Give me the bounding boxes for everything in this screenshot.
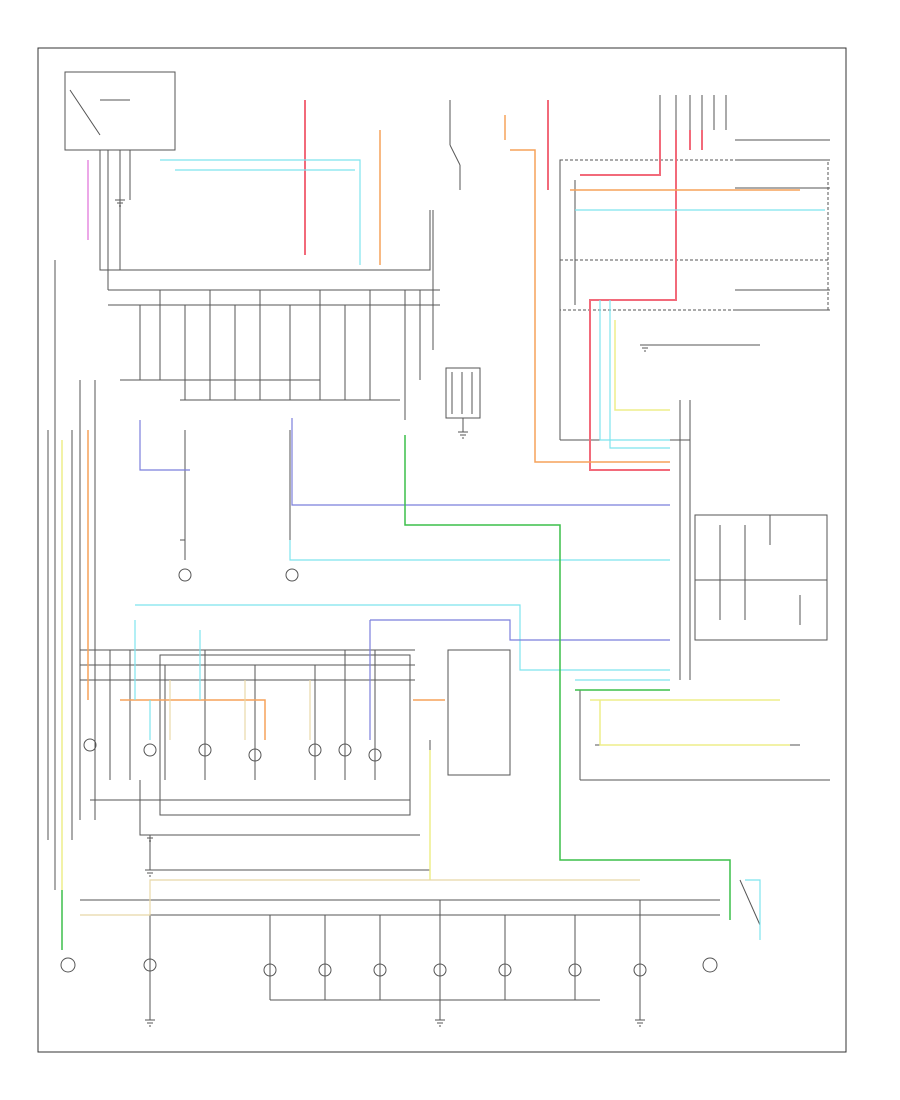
lamp xyxy=(433,963,447,977)
lamp xyxy=(198,743,212,757)
tan-wires xyxy=(80,680,640,916)
lamp xyxy=(568,963,582,977)
diagram-frame xyxy=(37,47,847,1053)
ground-icon xyxy=(145,1019,155,1027)
lamp xyxy=(702,957,718,973)
lamp xyxy=(248,748,262,762)
lamp xyxy=(178,568,192,582)
green-wires xyxy=(61,435,731,950)
lamp xyxy=(83,738,97,752)
lamp xyxy=(143,958,157,972)
lamp xyxy=(263,963,277,977)
lamp xyxy=(143,743,157,757)
lamp xyxy=(285,568,299,582)
blue-wires xyxy=(139,418,670,740)
lamp xyxy=(308,743,322,757)
cyan-wires xyxy=(134,159,825,940)
ground-icon xyxy=(640,344,650,352)
lamp xyxy=(498,963,512,977)
ground-icon xyxy=(435,1019,445,1027)
lamp xyxy=(60,957,76,973)
ground-icon xyxy=(145,834,155,842)
lamp xyxy=(318,963,332,977)
lamp xyxy=(368,748,382,762)
ground-icon xyxy=(635,1019,645,1027)
lamp xyxy=(338,743,352,757)
ground-symbols xyxy=(115,199,650,1027)
lamp xyxy=(633,963,647,977)
red-wires xyxy=(304,100,703,471)
dark-wires xyxy=(47,71,830,1020)
orange-wires xyxy=(87,115,800,740)
lamp-symbols xyxy=(60,568,718,977)
ground-icon xyxy=(458,431,468,439)
ground-icon xyxy=(115,199,125,207)
yellow-wires xyxy=(61,320,790,890)
lamp xyxy=(373,963,387,977)
ground-icon xyxy=(145,869,155,877)
